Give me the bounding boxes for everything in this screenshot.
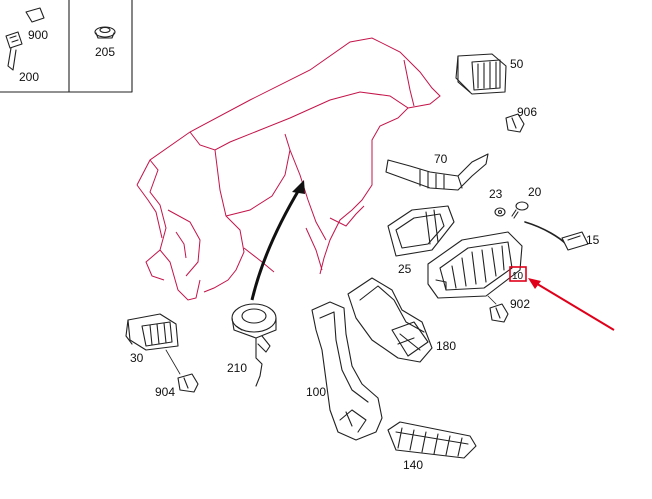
highlight-box-10[interactable] (509, 266, 527, 282)
part-30-side-vent[interactable] (125, 313, 179, 351)
part-50-air-vent[interactable] (455, 53, 507, 95)
part-904-clip[interactable] (177, 373, 199, 393)
label-50: 50 (510, 57, 524, 71)
label-100: 100 (306, 385, 326, 399)
label-180: 180 (436, 339, 456, 353)
part-140-grille[interactable] (387, 421, 477, 459)
label-70: 70 (434, 152, 448, 166)
part-20-screw[interactable] (511, 201, 529, 219)
part-900-200-bulb-socket[interactable] (5, 7, 45, 71)
inset-panel (0, 0, 133, 93)
label-15: 15 (586, 233, 600, 247)
part-906-clip[interactable] (505, 113, 525, 133)
part-180-duct[interactable] (347, 277, 433, 363)
label-900: 900 (28, 28, 48, 42)
part-25-vent-frame[interactable] (387, 205, 455, 257)
part-15-switch[interactable] (524, 221, 589, 251)
label-205: 205 (95, 45, 115, 59)
part-210-clock-spring[interactable] (231, 303, 277, 387)
part-100-long-duct[interactable] (311, 301, 383, 441)
label-30: 30 (130, 351, 144, 365)
label-25: 25 (398, 262, 412, 276)
label-140: 140 (403, 458, 423, 472)
part-70-hose[interactable] (385, 153, 489, 191)
part-23-washer[interactable] (494, 207, 506, 217)
part-10-center-vent[interactable] (427, 231, 523, 299)
label-10: 10 (512, 271, 524, 282)
label-904: 904 (155, 385, 175, 399)
label-210: 210 (227, 361, 247, 375)
part-205-grommet[interactable] (94, 26, 116, 39)
label-906: 906 (517, 105, 537, 119)
label-20: 20 (528, 185, 542, 199)
dashboard-outline (136, 37, 441, 301)
callout-arrow (528, 278, 615, 331)
label-200: 200 (19, 70, 39, 84)
label-902: 902 (510, 297, 530, 311)
label-23: 23 (489, 187, 503, 201)
part-902-clip[interactable] (489, 303, 509, 323)
pointer-arrow-210 (250, 180, 305, 301)
